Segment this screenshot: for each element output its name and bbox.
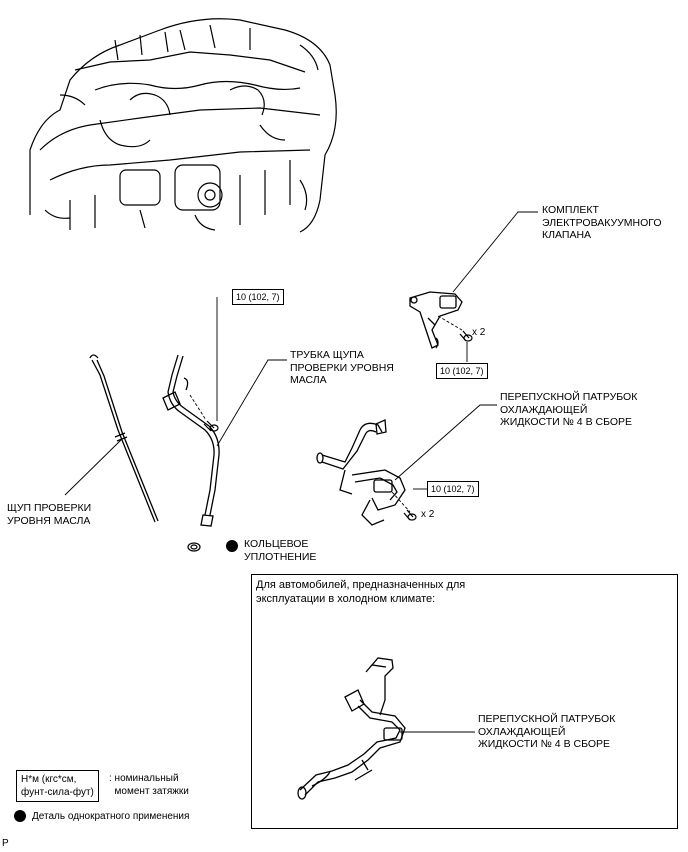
dipstick-part [89,354,159,523]
cold-climate-frame: Для автомобилей, предназначенных для экс… [251,574,678,829]
valve-kit-label: КОМПЛЕКТ ЭЛЕКТРОВАКУУМНОГО КЛАПАНА [542,204,662,241]
cold-climate-title: Для автомобилей, предназначенных для экс… [256,579,466,605]
bypass-pipe-part [316,419,406,526]
dipstick-tube-label: ТРУБКА ЩУПА ПРОВЕРКИ УРОВНЯ МАСЛА [290,349,394,386]
legend-non-reusable-icon [14,810,26,822]
legend-non-reusable-text: Деталь однократного применения [32,811,190,822]
legend-torque-unit: Н*м (кгс*см, фунт-сила-фут) [16,770,99,802]
tube-bolt [203,420,219,432]
corner-code: P [2,838,9,849]
engine-illustration [29,18,337,233]
dipstick-label: ЩУП ПРОВЕРКИ УРОВНЯ МАСЛА [7,502,92,527]
torque-box-valve-kit: 10 (102, 7) [436,363,488,379]
non-reusable-marker [226,540,238,552]
bypass-pipe-label: ПЕРЕПУСКНОЙ ПАТРУБОК ОХЛАЖДАЮЩЕЙ ЖИДКОСТ… [500,391,638,428]
o-ring-label: КОЛЬЦЕВОЕ УПЛОТНЕНИЕ [244,538,317,563]
valve-bolt [459,330,473,342]
valve-bolt-quantity: x 2 [472,327,486,338]
dipstick-tube-part [162,354,220,527]
valve-kit-part [409,291,463,349]
bypass-pipe-cold-label: ПЕРЕПУСКНОЙ ПАТРУБОК ОХЛАЖДАЮЩЕЙ ЖИДКОСТ… [478,713,616,750]
bypass-bolt [403,509,417,521]
o-ring-part [187,542,201,552]
bypass-pipe-cold-part [297,657,406,800]
legend-torque-desc: : номинальный момент затяжки [109,773,189,797]
torque-box-bypass-pipe: 10 (102, 7) [427,481,479,497]
torque-box-dipstick-tube: 10 (102, 7) [232,289,284,305]
bypass-bolt-quantity: x 2 [421,509,435,520]
